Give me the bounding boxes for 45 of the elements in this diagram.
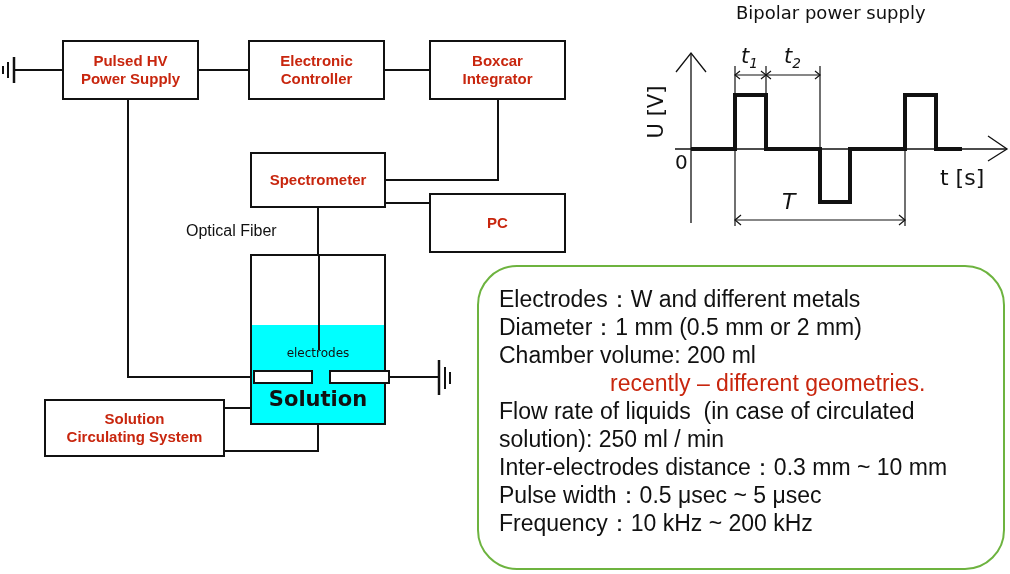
connector-line bbox=[385, 99, 499, 181]
connector-line bbox=[385, 202, 430, 204]
ground-symbol bbox=[2, 57, 15, 83]
chart-label: T bbox=[782, 189, 796, 214]
chart-label: Bipolar power supply bbox=[736, 2, 926, 23]
process-box bbox=[250, 152, 386, 208]
chart-label: t$_{1}$ bbox=[741, 44, 758, 72]
spec-text: Pulse width：0.5 μsec ~ 5 μsec bbox=[499, 481, 823, 509]
spec-text: Flow rate of liquids (in case of circulated solution): 250 ml / min bbox=[499, 397, 916, 453]
connector-line bbox=[198, 69, 249, 71]
connector-line bbox=[387, 376, 439, 378]
electrodes-label: electrodes bbox=[285, 346, 351, 360]
spec-text: Chamber volume: 200 ml bbox=[499, 341, 757, 369]
chart-label: t [s] bbox=[940, 165, 985, 190]
process-box bbox=[429, 193, 566, 253]
spec-text: Inter-electrodes distance：0.3 mm ~ 10 mm bbox=[499, 453, 949, 481]
electrode bbox=[329, 370, 390, 384]
box-label: Boxcar Integrator bbox=[461, 52, 534, 88]
connector-line bbox=[127, 99, 252, 378]
specification-panel bbox=[477, 265, 1005, 570]
process-box bbox=[44, 399, 225, 457]
ground-symbol bbox=[438, 360, 451, 395]
spec-text: recently – different geometries. bbox=[609, 369, 927, 397]
process-box bbox=[248, 40, 385, 100]
process-box bbox=[429, 40, 566, 100]
box-label: PC bbox=[486, 214, 509, 232]
spec-text: Electrodes：W and different metals bbox=[499, 285, 862, 313]
electrode bbox=[253, 370, 313, 384]
edge-label: Optical Fiber bbox=[186, 222, 277, 240]
chart-label: 0 bbox=[675, 150, 688, 174]
chart-label: U [V] bbox=[644, 85, 669, 139]
connector-line bbox=[224, 424, 319, 452]
connector-line bbox=[317, 207, 319, 255]
box-label: Electronic Controller bbox=[279, 52, 354, 88]
box-label: Solution Circulating System bbox=[65, 410, 204, 446]
spec-text: Diameter：1 mm (0.5 mm or 2 mm) bbox=[499, 313, 863, 341]
process-box bbox=[62, 40, 199, 100]
spec-text: Frequency：10 kHz ~ 200 kHz bbox=[499, 509, 814, 537]
connector-line bbox=[384, 69, 430, 71]
connector-line bbox=[224, 407, 251, 409]
chart-label: t$_{2}$ bbox=[784, 44, 801, 72]
box-label: Spectrometer bbox=[268, 171, 368, 189]
connector-line bbox=[14, 69, 63, 71]
box-label: Pulsed HV Power Supply bbox=[79, 52, 182, 88]
solution-label: Solution bbox=[267, 387, 369, 411]
